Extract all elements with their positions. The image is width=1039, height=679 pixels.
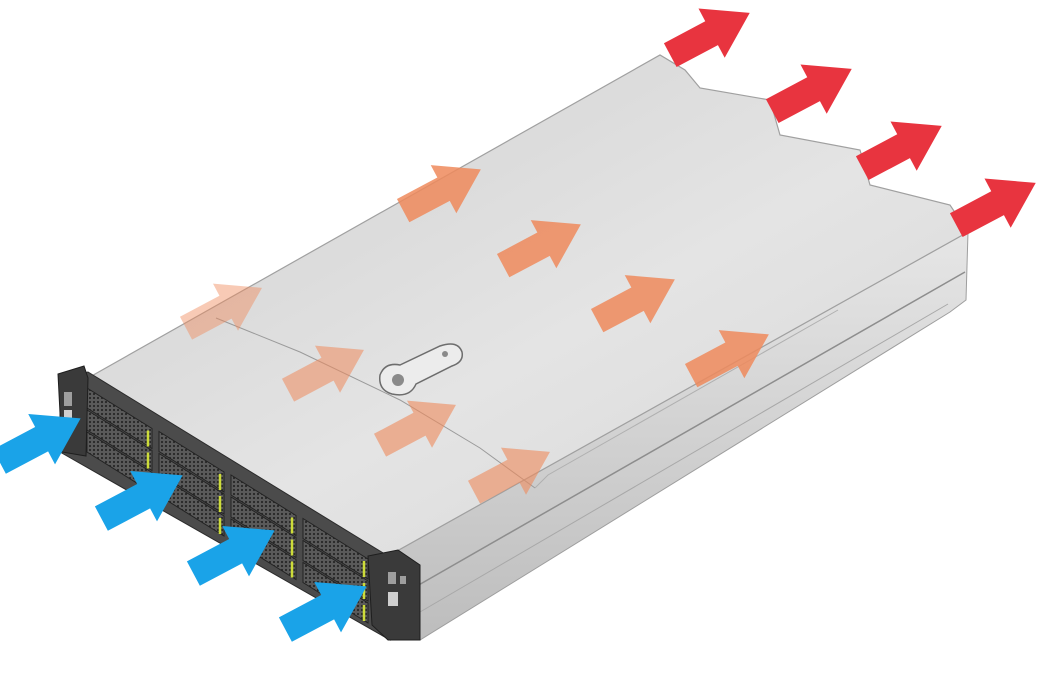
orange-airflow-arrow-icon [179, 283, 262, 340]
drive-bay [302, 517, 369, 580]
drive-bay [230, 474, 297, 537]
orange-airflow-arrow-icon [396, 165, 481, 223]
exhaust-airflow-arrows [663, 8, 1036, 238]
cover-seam-line [215, 317, 536, 489]
chassis-rail-line-lower [419, 303, 949, 613]
blue-airflow-arrow-icon [278, 581, 367, 642]
orange-airflow-arrow-icon [467, 447, 550, 504]
intake-airflow-arrows [0, 413, 367, 642]
right-mounting-ear [367, 549, 421, 641]
orange-airflow-arrow-icon [590, 275, 675, 333]
cover-latch-icon [379, 343, 464, 396]
red-airflow-arrow-icon [949, 178, 1036, 238]
orange-airflow-arrow-icon [496, 220, 581, 278]
orange-airflow-arrow-icon [281, 345, 364, 402]
drive-bay [158, 452, 225, 515]
orange-airflow-arrow-icon [684, 330, 769, 388]
red-airflow-arrow-icon [855, 121, 942, 181]
blue-airflow-arrow-icon [94, 470, 183, 531]
internal-airflow-arrows [179, 165, 769, 504]
blue-airflow-arrow-icon [186, 525, 275, 586]
red-airflow-arrow-icon [765, 64, 852, 124]
chassis-top-cover [86, 54, 969, 557]
drive-bay [158, 430, 225, 493]
red-airflow-arrow-icon [663, 8, 750, 68]
drive-bay [230, 496, 297, 559]
chassis-rail-line [409, 271, 966, 591]
orange-airflow-arrow-icon [373, 400, 456, 457]
blue-airflow-arrow-icon [0, 413, 81, 474]
server-chassis [57, 54, 969, 641]
